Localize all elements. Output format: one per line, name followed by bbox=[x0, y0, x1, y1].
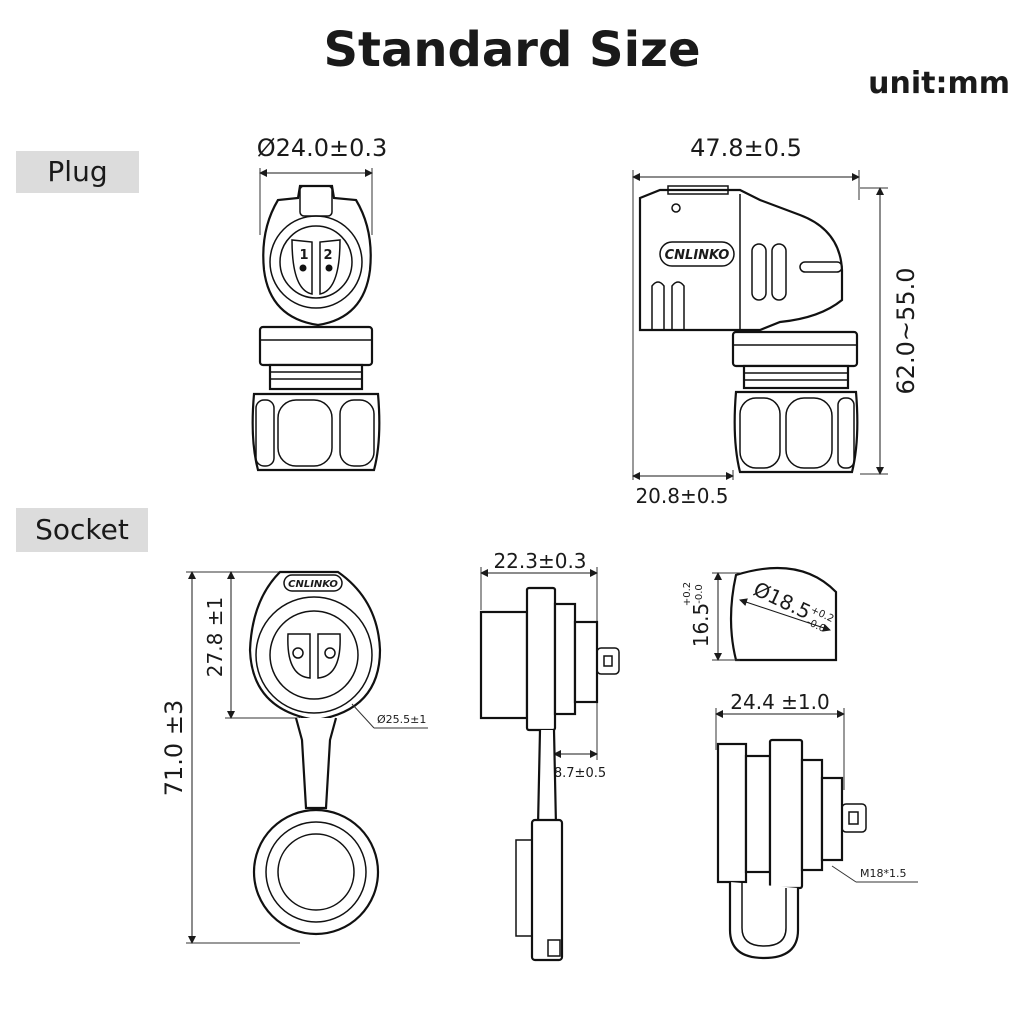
plug-side-view: 47.8±0.5 62.0~55.0 20.8±0.5 CNLINKO bbox=[632, 134, 920, 508]
socket-brand-logo: CNLINKO bbox=[288, 579, 338, 590]
dim-socket-flange-diameter: Ø25.5±1 bbox=[377, 713, 426, 726]
dim-plug-bottom: 20.8±0.5 bbox=[635, 484, 728, 508]
dim-plug-width: 47.8±0.5 bbox=[690, 134, 802, 162]
dim-socket-front-height: 27.8 ±1 bbox=[203, 597, 227, 677]
dim-socket-total-height: 71.0 ±3 bbox=[160, 700, 188, 796]
dim-cutout-flat-tol-upper: +0.2 bbox=[682, 582, 693, 606]
dim-plug-diameter: Ø24.0±0.3 bbox=[257, 134, 388, 162]
dim-thread: M18*1.5 bbox=[860, 867, 906, 880]
socket-front-view: 71.0 ±3 27.8 ±1 CNLINKO Ø25.5±1 bbox=[160, 570, 428, 944]
plug-brand-logo: CNLINKO bbox=[665, 248, 730, 263]
unit-label: unit:mm bbox=[868, 66, 1010, 101]
dim-cutout-flat-tol-lower: -0.0 bbox=[694, 584, 705, 604]
dim-socket-width: 22.3±0.3 bbox=[493, 549, 586, 573]
plug-front-view: Ø24.0±0.3 1 2 bbox=[251, 134, 388, 472]
section-label-socket: Socket bbox=[16, 508, 148, 552]
dim-plug-height: 62.0~55.0 bbox=[892, 268, 920, 395]
socket-side-view-threaded: 24.4 ±1.0 M18*1.5 bbox=[715, 690, 918, 960]
page-title: Standard Size bbox=[323, 22, 701, 78]
panel-cutout-view: 16.5 +0.2 -0.0 Ø18.5 +0.2 -0.0 bbox=[682, 566, 838, 662]
plug-pin-1-label: 1 bbox=[299, 248, 308, 263]
dim-socket-panel-depth: 8.7±0.5 bbox=[554, 766, 606, 781]
dim-socket-side-width: 24.4 ±1.0 bbox=[730, 690, 829, 714]
plug-pin-2-label: 2 bbox=[323, 248, 332, 263]
socket-side-view: 22.3±0.3 8.7±0.5 bbox=[479, 549, 620, 962]
section-label-plug: Plug bbox=[16, 151, 139, 193]
dim-cutout-flat: 16.5 bbox=[689, 603, 713, 648]
